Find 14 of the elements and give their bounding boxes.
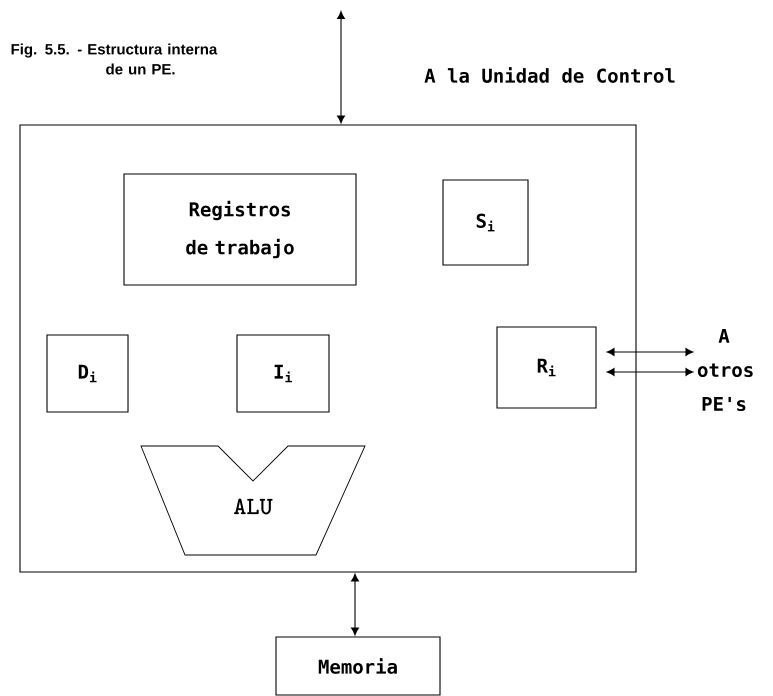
- register-box: R$_{i}$: [496, 326, 597, 409]
- register-box: D$_{i}$: [46, 334, 129, 413]
- arrow: [337, 11, 345, 124]
- register-box: S$_{i}$: [442, 179, 529, 266]
- destination-label: A la Unidad de Control: [424, 67, 675, 83]
- register-box: Registros de trabajo: [123, 173, 357, 286]
- memory-box: Memoria: [275, 636, 441, 696]
- processing-element-box: [19, 124, 637, 573]
- arrow: [351, 574, 359, 636]
- arrow: [606, 348, 694, 356]
- side-label: A otros PE's: [698, 328, 753, 412]
- register-box: I$_{i}$: [236, 334, 330, 413]
- arrow: [606, 368, 694, 376]
- figure-caption: Fig. 5.5. - Estructura interna de un PE.: [12, 44, 218, 75]
